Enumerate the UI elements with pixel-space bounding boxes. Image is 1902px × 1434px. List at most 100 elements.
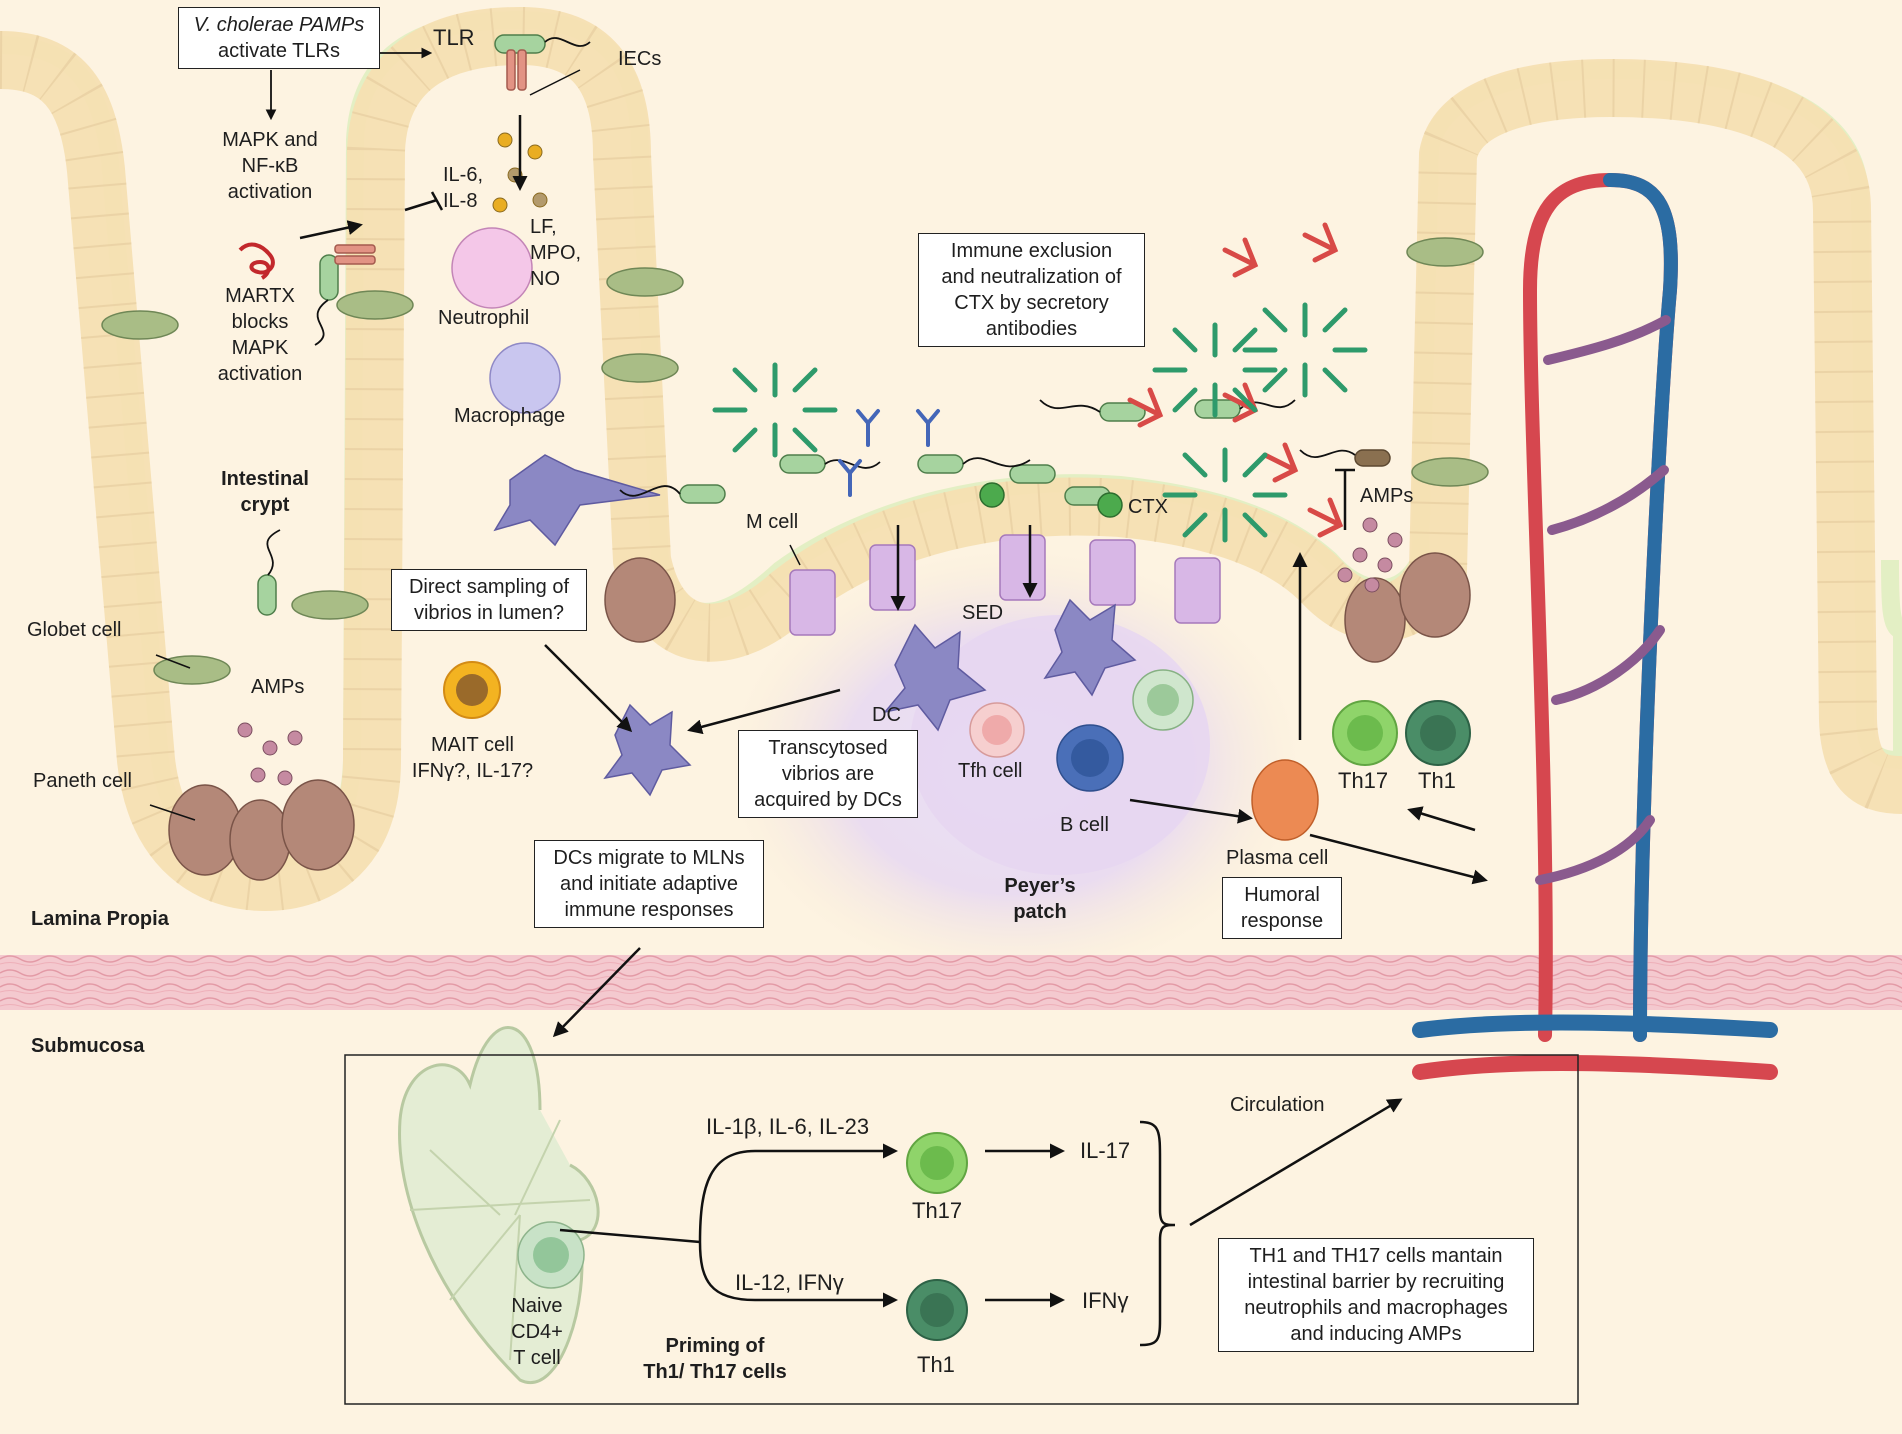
dcs-migrate-line-3: immune responses [564,899,734,921]
direct-sampling-line-1: Direct sampling of [408,576,570,598]
flagella [266,37,1356,576]
macrophage-cell [489,342,561,414]
pamps-line-1: V. cholerae PAMPs [193,14,365,36]
il6-il8-label: IL-6, IL-8 [443,162,483,214]
peyers-line-2: patch [1013,901,1067,923]
cytokine-brace [1139,1120,1176,1347]
paneth-cells [168,552,1471,881]
circulation-label: Circulation [1230,1094,1325,1116]
martx-line-4: activation [217,363,303,385]
ifng-label: IFNγ [1082,1288,1129,1313]
dcs-migrate-line-2: and initiate adaptive [560,873,738,895]
neutrophil-label: Neutrophil [438,307,530,329]
transcytosed-line-1: Transcytosed [768,737,888,759]
sed-label: SED [962,602,1004,624]
immune-exclusion-line-4: antibodies [985,318,1078,340]
priming-line-2: Th1/ Th17 cells [643,1361,787,1383]
mait-line-2: IFNγ?, IL-17? [411,760,534,782]
lf-line: LF, [530,216,557,238]
globet-cells [101,237,1489,685]
neutrophil-cell [451,227,533,309]
antibodies-blue [838,409,940,497]
martx-line-1: MARTX [225,285,295,307]
antibodies-green [712,302,1368,543]
submucosa-band [0,955,1902,1010]
humoral-line-2: response [1240,910,1324,932]
direct-sampling-line-2: vibrios in lumen? [413,602,565,624]
barrier-line-2: intestinal barrier by recruiting [1247,1271,1505,1293]
mait-cell-label: MAIT cell IFNγ?, IL-17? [405,732,540,784]
priming-panel-frame [344,1054,1579,1405]
mpo-line: MPO, [530,242,582,264]
mapk-label: MAPK and NF-κB activation [210,127,330,205]
immune-exclusion-line-1: Immune exclusion [950,240,1113,262]
pamps-line-2: activate TLRs [218,40,340,62]
blood-vessels [1412,172,1778,1080]
th1-bottom-label: Th1 [917,1352,955,1377]
tfh-cell-label: Tfh cell [958,760,1023,782]
amps-crypt-label: AMPs [251,676,305,698]
il17-label: IL-17 [1080,1138,1131,1163]
immune-exclusion-line-2: and neutralization of [941,266,1122,288]
crypt-line-1: Intestinal [221,468,309,490]
humoral-line-1: Humoral [1244,884,1320,906]
amps-dots [237,517,1403,786]
dc-label: DC [872,704,901,726]
il8-line: IL-8 [443,190,478,212]
dcs-migrate-line-1: DCs migrate to MLNs [553,847,745,869]
barrier-line-3: neutrophils and macrophages [1244,1297,1508,1319]
il6-line: IL-6, [443,164,484,186]
dcs-migrate-box: DCs migrate to MLNs and initiate adaptiv… [534,840,764,928]
lymph-node [398,1026,600,1384]
submucosa-label: Submucosa [31,1035,145,1057]
m-cell-label: M cell [746,511,799,533]
immune-exclusion-box: Immune exclusion and neutralization of C… [918,233,1145,347]
antibodies-red [1127,222,1344,538]
priming-label: Priming of Th1/ Th17 cells [620,1333,810,1385]
ctx-toxins [979,482,1123,518]
th17-bottom-label: Th17 [912,1198,963,1223]
martx-label: MARTX blocks MAPK activation [200,283,320,387]
barrier-line-1: TH1 and TH17 cells mantain [1249,1245,1503,1267]
lamina-propia-label: Lamina Propia [31,908,169,930]
th1-th17-barrier-box: TH1 and TH17 cells mantain intestinal ba… [1218,1238,1534,1352]
martx-line-2: blocks [231,311,289,333]
lf-mpo-no-label: LF, MPO, NO [530,214,581,292]
ctx-label: CTX [1128,496,1168,518]
amps-villus-label: AMPs [1360,485,1414,507]
naive-line-3: T cell [513,1347,561,1369]
peyers-line-1: Peyer’s [1004,875,1076,897]
transcytosed-box: Transcytosed vibrios are acquired by DCs [738,730,918,818]
humoral-response-box: Humoral response [1222,877,1342,939]
immune-exclusion-line-3: CTX by secretory [954,292,1109,314]
mapk-line-3: activation [227,181,313,203]
cytokines-il6-il8 [492,132,548,213]
naive-line-1: Naive [511,1295,563,1317]
globet-cell-label: Globet cell [27,619,122,641]
macrophage-label: Macrophage [454,405,566,427]
m-cells [789,534,1221,636]
naive-cd4-label: Naive CD4+ T cell [497,1293,577,1371]
mait-line-1: MAIT cell [431,734,514,756]
iecs-label: IECs [618,48,662,70]
pamps-box: V. cholerae PAMPs activate TLRs [178,7,380,69]
paneth-cell-label: Paneth cell [33,770,132,792]
mapk-line-2: NF-κB [241,155,299,177]
mapk-line-1: MAPK and [222,129,318,151]
direct-sampling-box: Direct sampling of vibrios in lumen? [391,569,587,631]
tlr-receptors [334,49,527,265]
crypt-line-2: crypt [240,494,290,516]
peyers-patch-label: Peyer’s patch [970,873,1110,925]
arrows [265,47,1488,1308]
no-line: NO [530,268,560,290]
naive-line-2: CD4+ [511,1321,563,1343]
transcytosed-line-3: acquired by DCs [754,789,902,811]
il12-ifng-label: IL-12, IFNγ [735,1270,844,1295]
th1-top-label: Th1 [1418,768,1456,793]
th17-top-label: Th17 [1338,768,1389,793]
martx-toxin [238,242,275,280]
barrier-line-4: and inducing AMPs [1290,1323,1462,1345]
plasma-cell-label: Plasma cell [1226,847,1329,869]
intestinal-crypt-label: Intestinal crypt [205,466,325,518]
